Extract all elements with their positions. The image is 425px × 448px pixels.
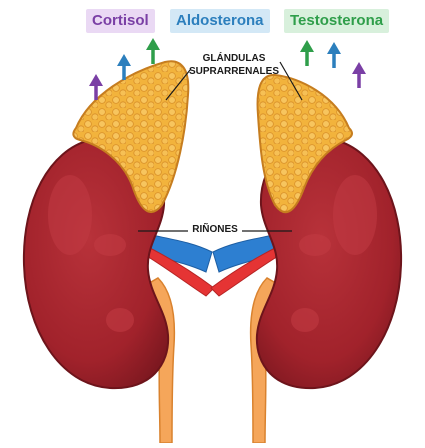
adrenal-glands-label-line2: SUPRARRENALES [178, 65, 290, 78]
cortisol-label: Cortisol [86, 9, 155, 33]
aldosterona-arrow-right [327, 42, 341, 68]
adrenal-glands-label-line1: GLÁNDULAS [178, 52, 290, 65]
testosterona-label: Testosterona [284, 9, 389, 33]
right-kidney-highlight [333, 175, 377, 255]
adrenal-glands-label: GLÁNDULAS SUPRARRENALES [178, 52, 290, 78]
testosterona-arrow-left [146, 38, 160, 64]
cortisol-arrow-right [352, 62, 366, 88]
aldosterona-label: Aldosterona [170, 9, 270, 33]
kidneys-label: RIÑONES [186, 223, 244, 236]
testosterona-arrow-right [300, 40, 314, 66]
left-kidney-highlight [48, 175, 92, 255]
